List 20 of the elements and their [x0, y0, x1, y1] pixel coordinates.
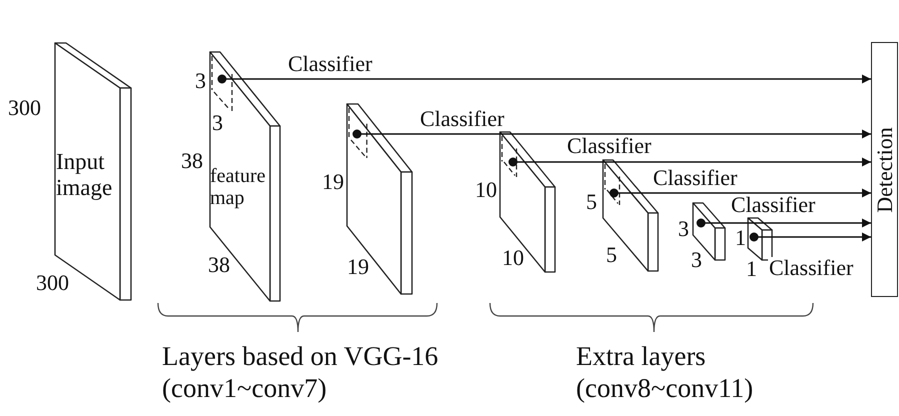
- box-label: Detection: [872, 126, 898, 212]
- slab-label: feature map: [210, 165, 267, 210]
- dimension-label: 5: [586, 191, 597, 213]
- dimension-label: 300: [8, 97, 41, 119]
- dimension-label: 5: [606, 244, 617, 266]
- dimension-label: 38: [208, 254, 230, 276]
- dimension-label: 3: [678, 218, 689, 240]
- dimension-label: 1: [735, 227, 746, 249]
- dimension-label: 10: [475, 179, 497, 201]
- dimension-label: 19: [322, 171, 344, 193]
- dimension-label: 10: [502, 247, 524, 269]
- detection-box: [871, 42, 898, 297]
- dimension-label: 38: [181, 150, 203, 172]
- dimension-label: 1: [746, 258, 757, 280]
- group-caption: Layers based on VGG-16 (conv1~conv7): [162, 340, 440, 405]
- slab-label: 3: [212, 111, 224, 136]
- group-caption: Extra layers (conv8~conv11): [576, 340, 754, 405]
- dimension-label: 3: [691, 249, 702, 271]
- dimension-label: 19: [347, 256, 369, 278]
- dimension-label: 3: [195, 70, 206, 92]
